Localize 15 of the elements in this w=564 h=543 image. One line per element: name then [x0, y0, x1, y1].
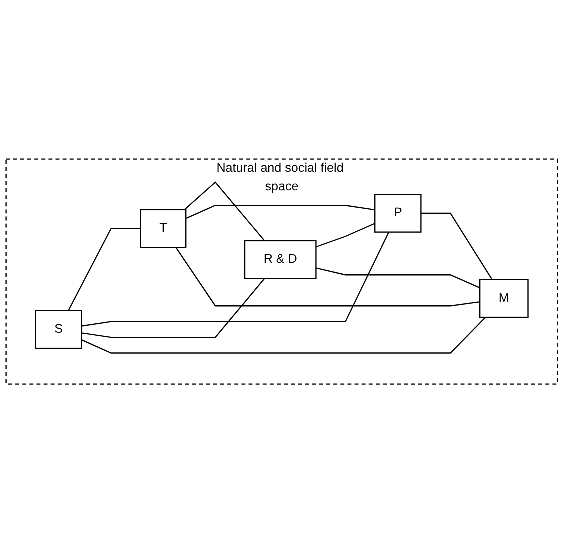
connector: [82, 316, 486, 354]
connector: [82, 232, 390, 327]
node-box: P: [374, 194, 422, 233]
connector: [68, 228, 141, 311]
node-box: M: [480, 278, 529, 318]
connector: [176, 247, 480, 306]
node-box: S: [35, 310, 82, 349]
connector: [82, 278, 266, 338]
connector: [184, 181, 266, 242]
connector: [316, 222, 376, 248]
node-box: R & D: [244, 240, 317, 279]
connector: [186, 204, 376, 219]
node-box: T: [140, 209, 187, 248]
connector: [316, 267, 480, 288]
connector: [421, 212, 493, 280]
